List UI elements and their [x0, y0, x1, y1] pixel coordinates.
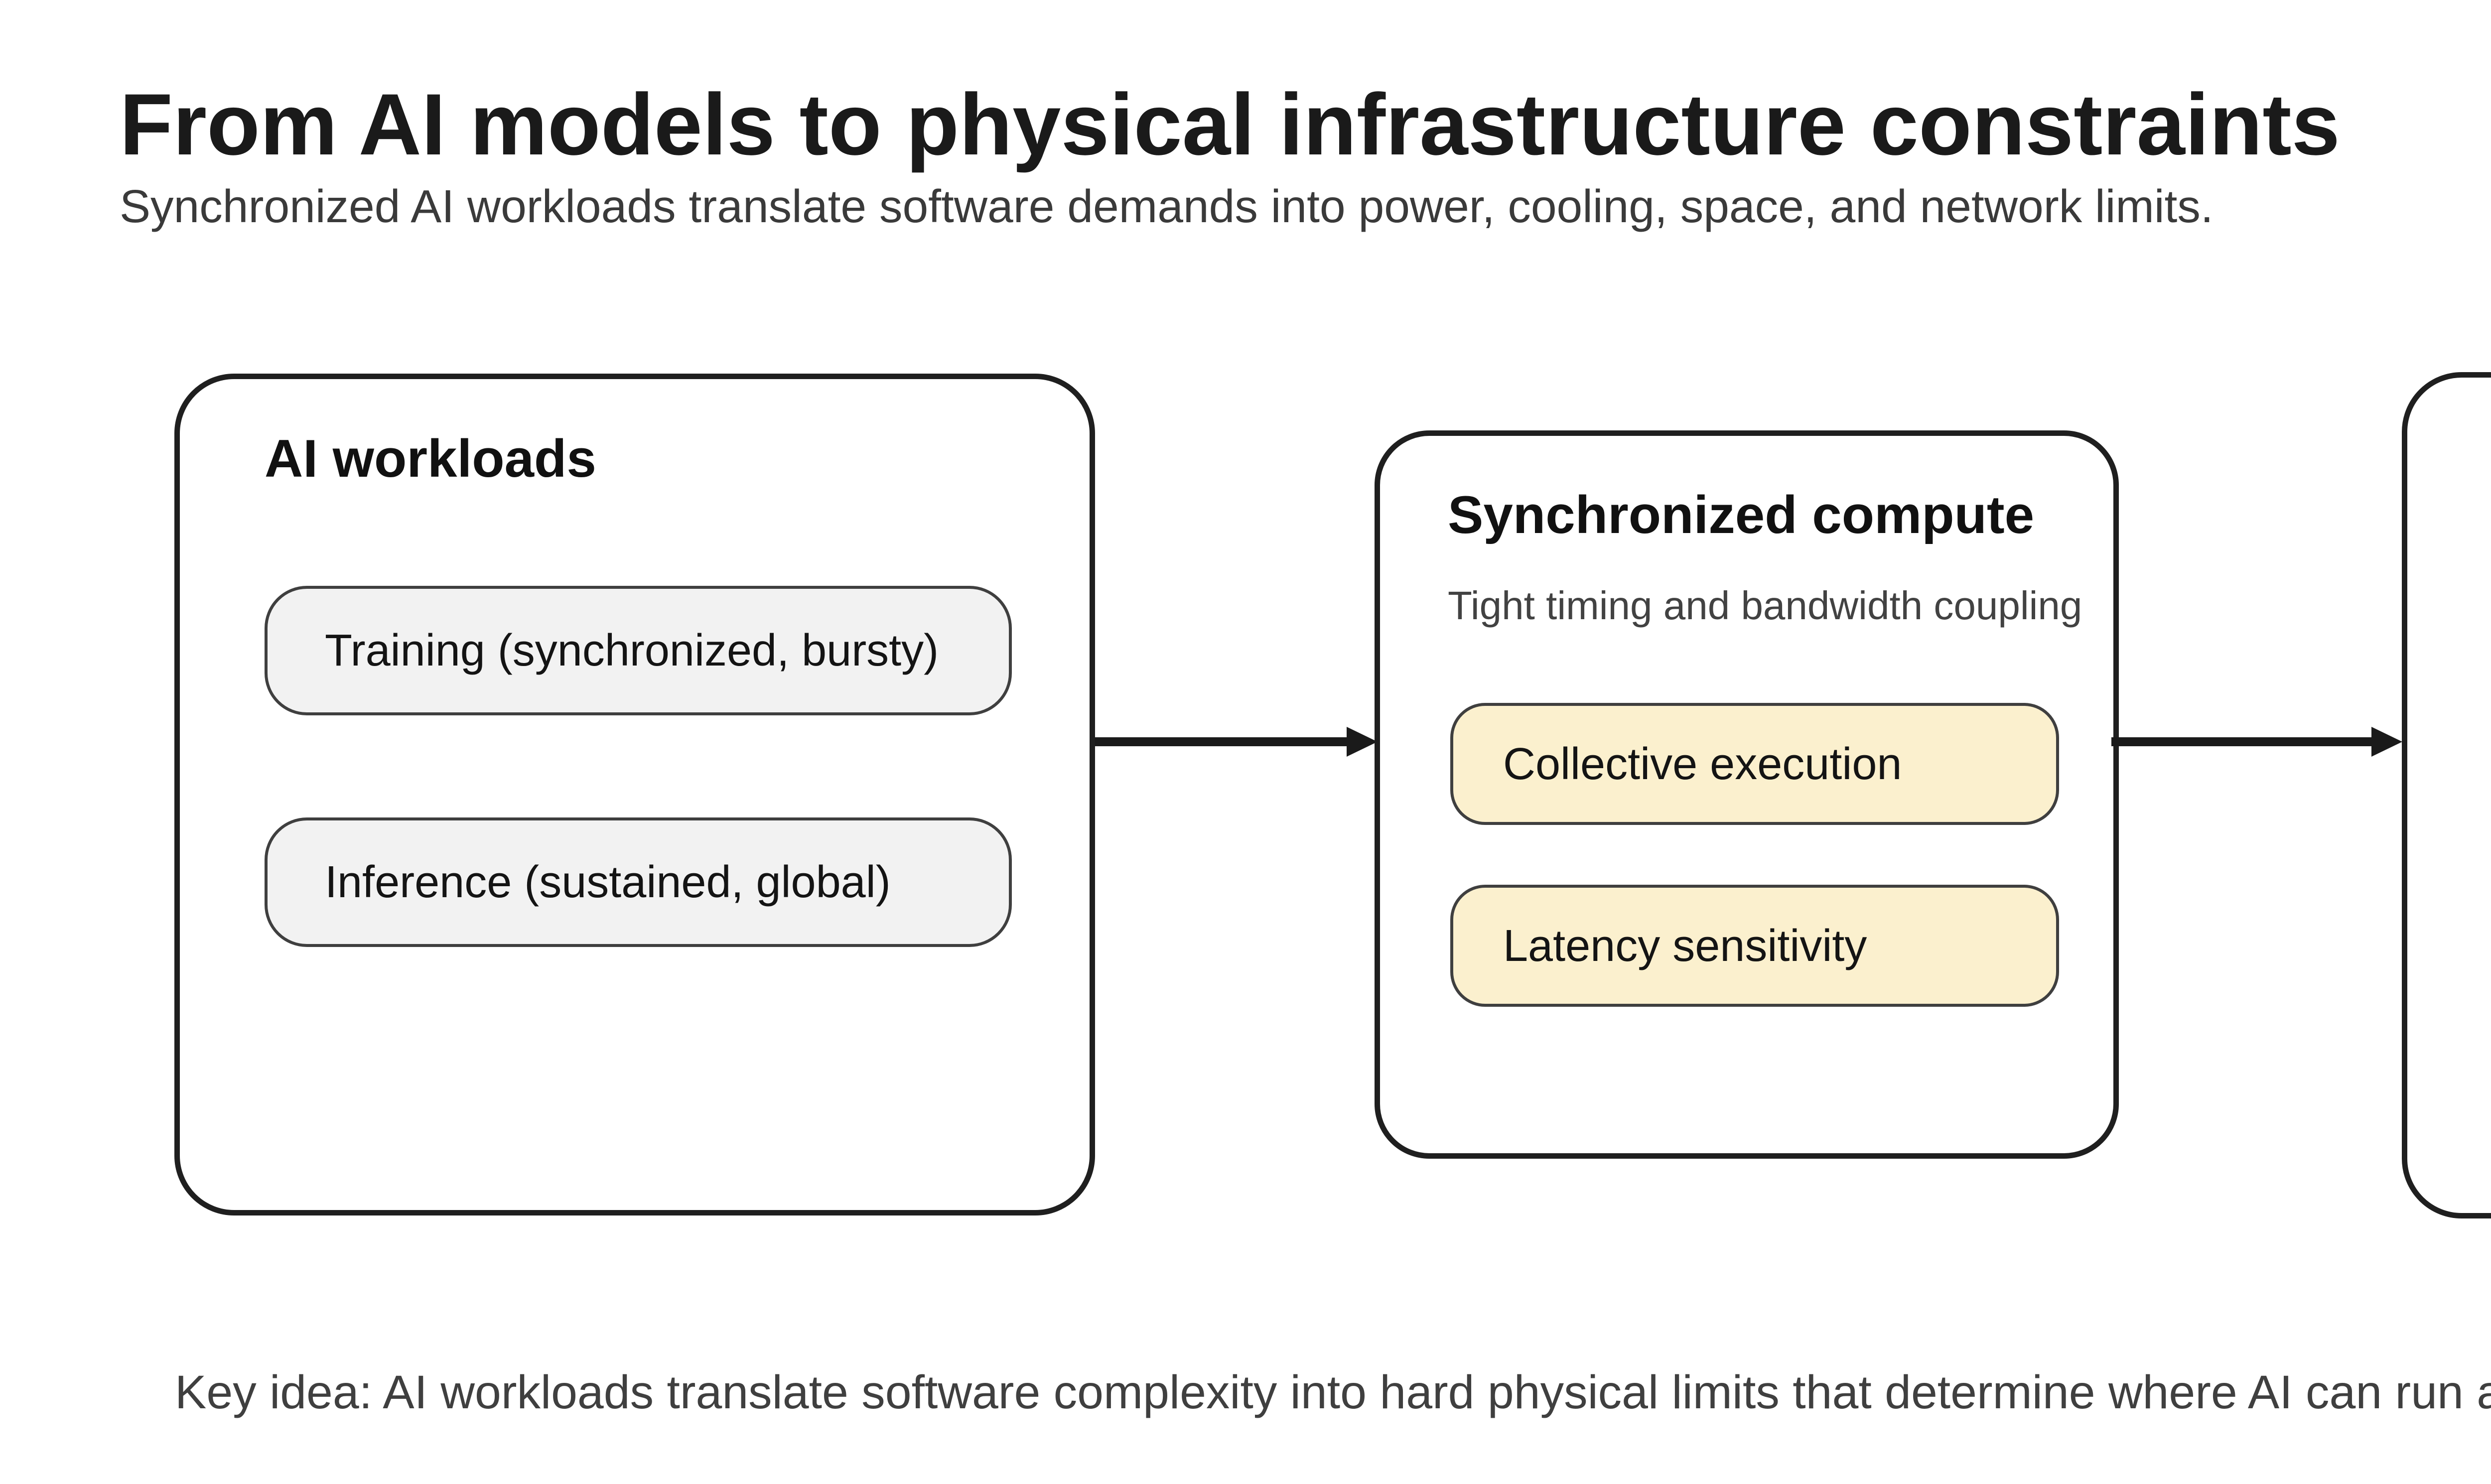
node-inference-label: Inference (sustained, global)	[325, 857, 891, 907]
box-physical-constraints: Physical constraints Power capacity Cool…	[2402, 372, 2491, 1218]
box-synchronized-compute-subtitle: Tight timing and bandwidth coupling	[1448, 583, 2082, 628]
arrow-sync-to-constraints-shaft	[2111, 737, 2372, 746]
node-training: Training (synchronized, bursty)	[265, 586, 1012, 715]
box-synchronized-compute: Synchronized compute Tight timing and ba…	[1375, 430, 2119, 1159]
page-title: From AI models to physical infrastructur…	[120, 76, 2340, 173]
arrow-sync-to-constraints-head	[2371, 727, 2402, 757]
page-subtitle: Synchronized AI workloads translate soft…	[120, 180, 2214, 232]
key-idea-note: Key idea: AI workloads translate softwar…	[175, 1366, 2491, 1419]
box-ai-workloads-title: AI workloads	[265, 428, 596, 488]
box-ai-workloads: AI workloads Training (synchronized, bur…	[174, 374, 1095, 1215]
arrow-workloads-to-sync-shaft	[1095, 737, 1348, 746]
box-synchronized-compute-title: Synchronized compute	[1448, 485, 2035, 544]
node-collective-execution-label: Collective execution	[1503, 739, 1902, 789]
node-inference: Inference (sustained, global)	[265, 817, 1012, 947]
node-latency-sensitivity: Latency sensitivity	[1450, 885, 2059, 1007]
node-latency-sensitivity-label: Latency sensitivity	[1503, 921, 1867, 971]
node-collective-execution: Collective execution	[1450, 703, 2059, 825]
node-training-label: Training (synchronized, bursty)	[325, 626, 939, 675]
arrow-workloads-to-sync-head	[1347, 727, 1378, 757]
